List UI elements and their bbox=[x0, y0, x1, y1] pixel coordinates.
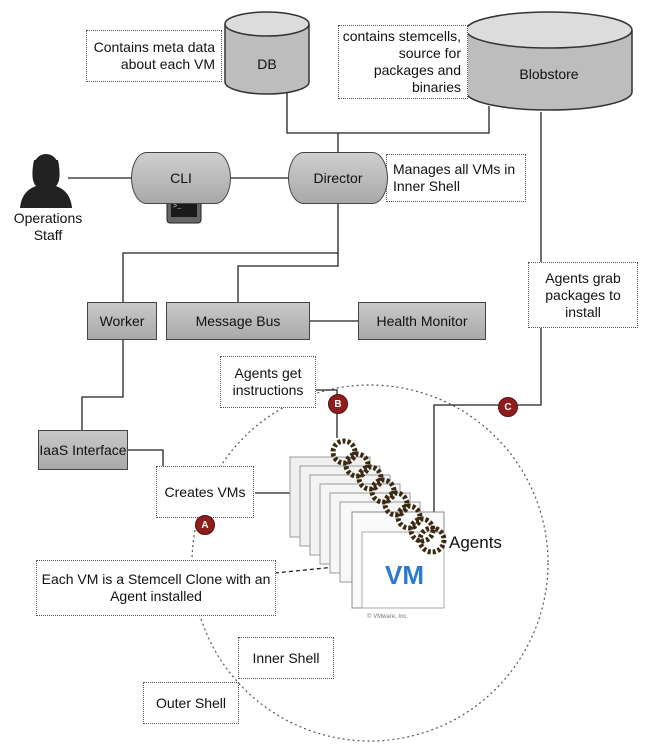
agent-gears bbox=[330, 438, 447, 555]
iaas-interface-node: IaaS Interface bbox=[38, 430, 128, 470]
director-node: Director bbox=[288, 152, 388, 204]
vm-stack bbox=[289, 456, 445, 609]
inner-shell-note: Inner Shell bbox=[238, 637, 334, 679]
badge-a: A bbox=[195, 515, 215, 535]
operations-staff-icon bbox=[20, 154, 72, 208]
worker-node: Worker bbox=[87, 302, 157, 340]
outer-shell-note: Outer Shell bbox=[143, 682, 239, 724]
health-monitor-node: Health Monitor bbox=[358, 302, 486, 340]
agents-label: Agents bbox=[449, 533, 502, 552]
cli-node: CLI bbox=[131, 152, 231, 204]
db-cylinder bbox=[224, 11, 310, 95]
db-label: DB bbox=[257, 56, 277, 72]
director-note: Manages all VMs in Inner Shell bbox=[386, 154, 526, 202]
creates-vms-note: Creates VMs bbox=[156, 466, 254, 518]
badge-c: C bbox=[498, 397, 518, 417]
stemcell-clone-note: Each VM is a Stemcell Clone with an Agen… bbox=[36, 560, 276, 616]
badge-b: B bbox=[328, 394, 348, 414]
operations-staff-label: Operations Staff bbox=[13, 210, 83, 243]
blobstore-note: contains stemcells, source for packages … bbox=[338, 25, 468, 99]
outer-shell-circle bbox=[191, 384, 549, 742]
blobstore-label: Blobstore bbox=[519, 66, 579, 82]
blobstore-cylinder bbox=[465, 11, 633, 111]
db-note: Contains meta data about each VM bbox=[86, 30, 222, 82]
vmware-copyright: © VMware, Inc. bbox=[367, 614, 409, 620]
message-bus-node: Message Bus bbox=[166, 302, 310, 340]
vm-label: VM bbox=[385, 560, 424, 590]
agents-get-note: Agents get instructions bbox=[220, 356, 316, 408]
agents-grab-note: Agents grab packages to install bbox=[528, 262, 638, 328]
svg-text:>_: >_ bbox=[173, 203, 182, 211]
